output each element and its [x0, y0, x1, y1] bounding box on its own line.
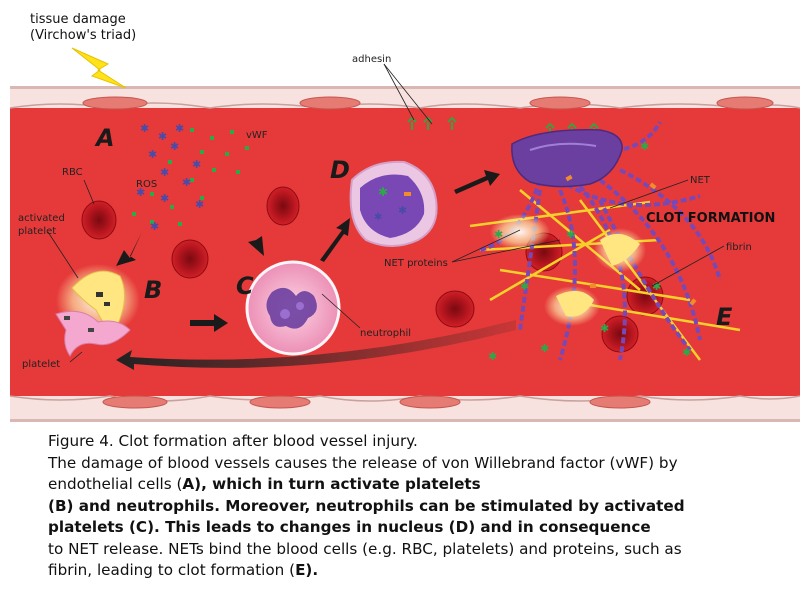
svg-text:✱: ✱: [682, 346, 691, 359]
fibrin-label: fibrin: [726, 242, 752, 253]
svg-text:✱: ✱: [398, 204, 407, 217]
clot-formation-diagram: ✱✱✱ ✱✱✱ ✱✱✱ ✱✱✱ ✱ ✱ ✱: [0, 0, 800, 428]
letter-c: C: [236, 272, 254, 300]
caption-line-4: (B) and neutrophils. Moreover, neutrophi…: [48, 496, 796, 518]
ros-label: ROS: [136, 179, 157, 190]
svg-text:✱: ✱: [175, 122, 184, 135]
letter-d: D: [330, 156, 350, 184]
caption-line-7: fibrin, leading to clot formation (E).: [48, 560, 796, 582]
net-label: NET: [690, 175, 711, 186]
changing-neutrophil: ✱ ✱ ✱: [351, 162, 437, 246]
virchow-triad-label: (Virchow's triad): [30, 28, 136, 43]
caption-line-6: to NET release. NETs bind the blood cell…: [48, 539, 796, 561]
svg-text:✱: ✱: [566, 228, 575, 241]
svg-text:✱: ✱: [494, 228, 503, 241]
rbc-label: RBC: [62, 167, 83, 178]
svg-text:✱: ✱: [640, 140, 649, 153]
svg-text:✱: ✱: [160, 166, 169, 179]
clot-formation-label: CLOT FORMATION: [646, 211, 775, 226]
svg-text:✱: ✱: [182, 176, 191, 189]
platelet-label: platelet: [22, 359, 60, 370]
neutrophil-cell: [247, 262, 339, 354]
letter-b: B: [144, 276, 162, 304]
neutrophil-label: neutrophil: [360, 328, 411, 339]
lightning-icon: [72, 48, 126, 88]
svg-text:✱: ✱: [374, 212, 382, 223]
activated-platelet-label-1: activated: [18, 213, 65, 224]
caption-line-7-normal: fibrin, leading to clot formation (: [48, 561, 295, 579]
svg-text:✱: ✱: [600, 322, 609, 335]
caption-line-3-bold: A), which in turn activate platelets: [182, 475, 480, 493]
svg-text:✱: ✱: [150, 220, 159, 233]
svg-text:✱: ✱: [148, 148, 157, 161]
caption-line-5: platelets (C). This leads to changes in …: [48, 517, 796, 539]
net-proteins-label: NET proteins: [384, 258, 448, 269]
adhesin-label: adhesin: [352, 54, 391, 65]
svg-text:✱: ✱: [195, 198, 204, 211]
vwf-label: vWF: [246, 130, 268, 141]
svg-text:✱: ✱: [520, 280, 529, 293]
figure-caption: Figure 4. Clot formation after blood ves…: [48, 431, 796, 582]
caption-line-2: The damage of blood vessels causes the r…: [48, 453, 796, 475]
activated-platelet-label-2: platelet: [18, 226, 56, 237]
svg-text:✱: ✱: [160, 192, 169, 205]
caption-line-7-bold: E).: [295, 561, 318, 579]
svg-text:✱: ✱: [488, 350, 497, 363]
caption-title: Figure 4. Clot formation after blood ves…: [48, 431, 796, 453]
svg-text:✱: ✱: [158, 130, 167, 143]
caption-line-3-normal: endothelial cells (: [48, 475, 182, 493]
caption-line-3: endothelial cells (A), which in turn act…: [48, 474, 796, 496]
svg-text:✱: ✱: [378, 185, 388, 199]
letter-e: E: [716, 303, 733, 331]
svg-text:✱: ✱: [140, 122, 149, 135]
svg-text:✱: ✱: [540, 342, 549, 355]
letter-a: A: [94, 124, 115, 152]
tissue-damage-label: tissue damage: [30, 12, 126, 27]
svg-text:✱: ✱: [192, 158, 201, 171]
svg-text:✱: ✱: [170, 140, 179, 153]
